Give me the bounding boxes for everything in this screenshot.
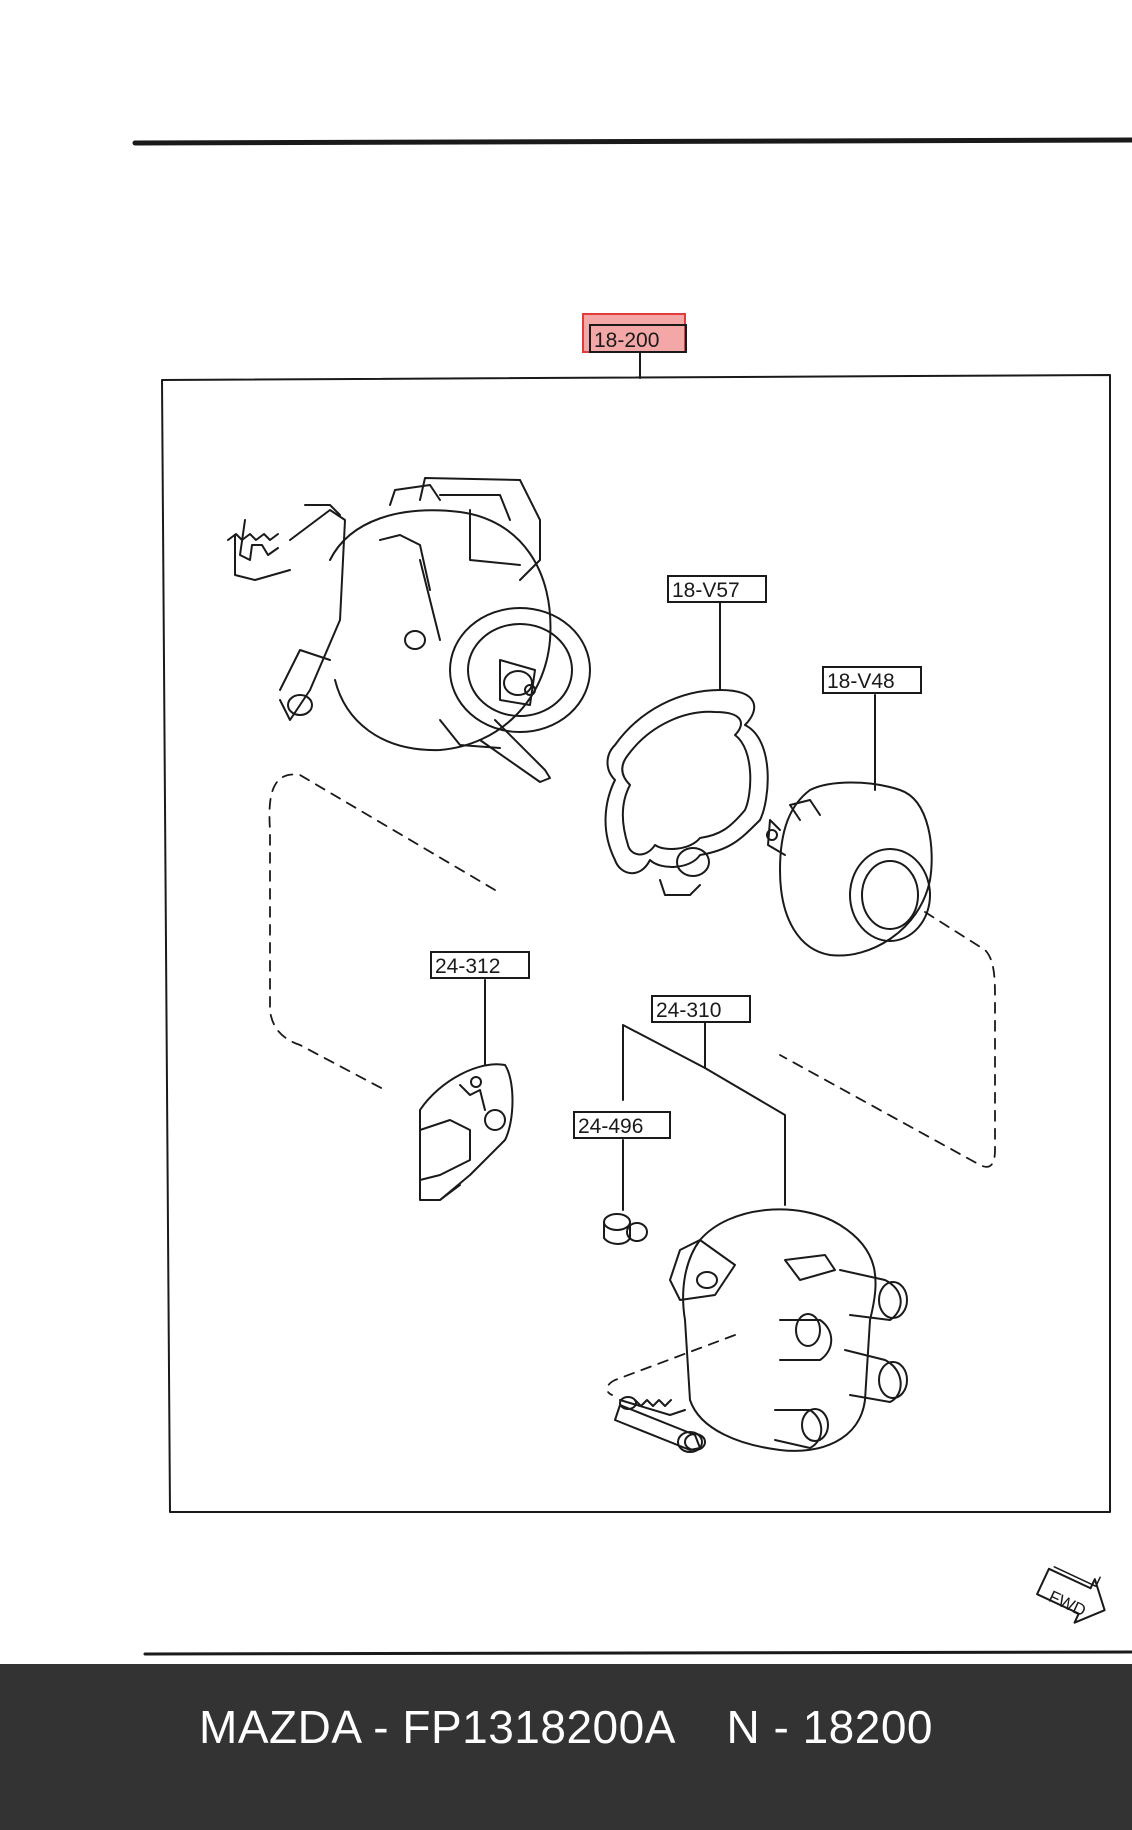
callout-label-cap: 24-310 xyxy=(656,999,721,1022)
callout-label-carbon: 24-496 xyxy=(578,1115,643,1138)
callout-label-cover: 18-V48 xyxy=(827,670,895,693)
assembly-frame xyxy=(161,374,1111,1513)
callout-box-gasket xyxy=(667,575,767,603)
callout-box-carbon xyxy=(573,1111,671,1139)
guide-cap-to-bolt xyxy=(606,1334,736,1396)
rotor-part xyxy=(419,1063,514,1201)
callout-box-cap xyxy=(651,995,751,1023)
callout-label-rotor: 24-312 xyxy=(435,955,500,978)
callout-box-assembly xyxy=(589,324,687,353)
bolt-part xyxy=(614,1404,706,1451)
carbon-part xyxy=(603,1213,648,1245)
fwd-arrow-icon xyxy=(1036,1566,1106,1624)
cap-part xyxy=(619,1208,908,1453)
cover-part xyxy=(766,781,933,957)
cap-branch-leader xyxy=(622,1024,786,1206)
callout-box-rotor xyxy=(430,951,530,979)
fwd-label: FWD xyxy=(1046,1587,1089,1621)
guide-rotor-to-body xyxy=(268,773,496,1091)
footer-part-number: MAZDA - FP1318200A N - 18200 xyxy=(199,1701,933,1753)
distributor-body xyxy=(227,477,591,783)
callout-highlight xyxy=(582,313,686,353)
bottom-rule xyxy=(143,1650,1132,1656)
guide-cover-to-cap xyxy=(779,911,996,1168)
top-rule xyxy=(132,137,1132,146)
callout-box-cover xyxy=(822,666,922,694)
gasket-part xyxy=(604,689,769,896)
footer-bar: MAZDA - FP1318200A N - 18200 xyxy=(0,1664,1132,1830)
callout-label-gasket: 18-V57 xyxy=(672,579,740,602)
callout-label-assembly: 18-200 xyxy=(594,329,659,352)
